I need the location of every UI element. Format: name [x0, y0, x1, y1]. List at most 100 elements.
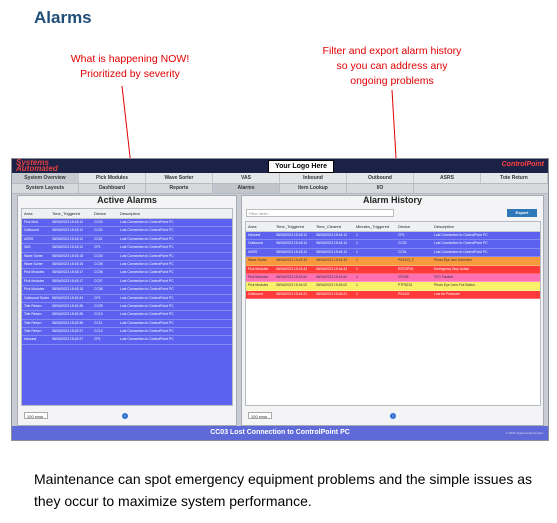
cell-description: Lost Connection to ControlPoint PC	[120, 320, 174, 325]
export-button[interactable]: Export	[507, 209, 537, 217]
col-time-triggered[interactable]: Time_Triggered	[276, 224, 304, 229]
alarm-history-rows: Inbound 08/04/2023 15:43:12 08/04/2023 15:…	[246, 232, 540, 300]
cell-area: Inbound	[24, 337, 37, 342]
col-area[interactable]: Area	[248, 224, 257, 229]
cell-area: Pick Modules	[24, 287, 45, 292]
cell-device: CC01	[94, 236, 103, 241]
cell-time-cleared: 08/04/2023 15:45:02	[316, 283, 348, 288]
cell-time-triggered: 08/04/2023 15:43:35	[52, 312, 84, 317]
cell-time-triggered: 08/04/2023 15:43:35	[52, 303, 84, 308]
cell-description: VFD Faulted	[434, 274, 454, 279]
cell-device: CC07	[94, 278, 103, 283]
cell-device: CC11	[94, 320, 103, 325]
col-area[interactable]: Area	[24, 211, 33, 216]
nav-system-overview[interactable]: System Overview	[12, 173, 79, 183]
nav-asrs[interactable]: ASRS	[414, 173, 481, 183]
info-icon[interactable]: i	[122, 413, 128, 419]
tab-item-lookup[interactable]: Item Lookup	[280, 184, 347, 193]
cell-device: ESTOP06	[398, 266, 414, 271]
cell-time-triggered: 08/04/2023 15:44:21	[276, 291, 308, 296]
cell-time-triggered: 08/04/2023 15:43:12	[52, 228, 84, 233]
history-page-size-select[interactable]: 100 rows	[248, 412, 272, 419]
cell-minutes-triggered: 1	[356, 241, 358, 246]
cell-time-triggered: 08/04/2023 15:43:12	[276, 233, 308, 237]
tab-reports[interactable]: Reports	[146, 184, 213, 193]
table-header: Area Time_Triggered Device Description	[22, 209, 232, 219]
cell-time-triggered: 08/04/2023 15:43:34	[52, 295, 84, 300]
history-filter-input[interactable]: Filter table...	[246, 209, 394, 217]
cell-time-triggered: 08/04/2023 15:43:17	[52, 270, 84, 275]
cell-area: Outbound	[248, 241, 263, 246]
nav-inbound[interactable]: Inbound	[280, 173, 347, 183]
cell-area: Pick Mod	[24, 220, 38, 224]
cell-time-triggered: 08/04/2023 15:43:12	[52, 220, 84, 224]
cell-time-cleared: 08/04/2023 15:44:12	[316, 233, 348, 237]
cell-time-triggered: 08/04/2023 15:43:18	[52, 287, 84, 292]
col-device[interactable]: Device	[94, 211, 107, 216]
nav-pick-modules[interactable]: Pick Modules	[79, 173, 146, 183]
cell-device: CC03	[94, 220, 103, 224]
cell-time-triggered: 08/04/2023 15:43:12	[52, 236, 84, 241]
cell-minutes-triggered: 1	[356, 266, 358, 271]
cell-description: Lost Connection to ControlPoint PC	[120, 228, 174, 233]
tab-dashboard[interactable]: Dashboard	[79, 184, 146, 193]
table-row[interactable]: Inbound 08/04/2023 15:43:12 08/04/2023 15:…	[246, 232, 540, 241]
nav-wave-sorter[interactable]: Wave Sorter	[146, 173, 213, 183]
cell-device: CC04	[94, 253, 103, 258]
cell-description: Lost Connection to ControlPoint PC	[120, 303, 174, 308]
cell-device: PTP5215	[398, 283, 413, 288]
cell-area: Inbound	[248, 233, 261, 237]
nav-outbound[interactable]: Outbound	[347, 173, 414, 183]
tab-system-layouts[interactable]: System Layouts	[12, 184, 79, 193]
alarm-history-title: Alarm History	[362, 195, 423, 205]
cell-description: Lost Connection to ControlPoint PC	[120, 261, 174, 266]
cell-time-triggered: 08/04/2023 15:44:02	[276, 283, 308, 288]
col-device[interactable]: Device	[398, 224, 411, 229]
page-caption: Maintenance can spot emergency equipment…	[34, 471, 533, 509]
nav-vas[interactable]: VAS	[213, 173, 280, 183]
cell-description: Lost Connection to ControlPoint PC	[434, 241, 488, 246]
col-minutes-triggered[interactable]: Minutes_Triggered	[356, 224, 390, 229]
tab-io[interactable]: I/O	[347, 184, 414, 193]
main-nav: System Overview Pick Modules Wave Sorter…	[12, 173, 548, 184]
cell-device: CP1	[94, 337, 101, 342]
cell-time-triggered: 08/04/2023 15:43:15	[52, 253, 84, 258]
info-icon[interactable]: i	[390, 413, 396, 419]
nav-tote-return[interactable]: Tote Return	[481, 173, 548, 183]
col-description[interactable]: Description	[434, 224, 455, 229]
cell-time-triggered: 08/04/2023 15:43:12	[52, 245, 84, 250]
col-time-cleared[interactable]: Time_Cleared	[316, 224, 341, 229]
cell-time-cleared: 08/04/2023 15:44:12	[316, 249, 348, 254]
active-page-size-select[interactable]: 100 rows	[24, 412, 48, 419]
col-description[interactable]: Description	[120, 211, 141, 216]
tab-alarms[interactable]: Alarms	[213, 184, 280, 193]
active-alarms-table: Area Time_Triggered Device Description P…	[21, 208, 233, 406]
cell-device: CC06	[94, 270, 103, 275]
col-time-triggered[interactable]: Time_Triggered	[52, 211, 80, 216]
cell-area: ASRS	[24, 236, 34, 241]
cell-device: CC09	[94, 303, 103, 308]
